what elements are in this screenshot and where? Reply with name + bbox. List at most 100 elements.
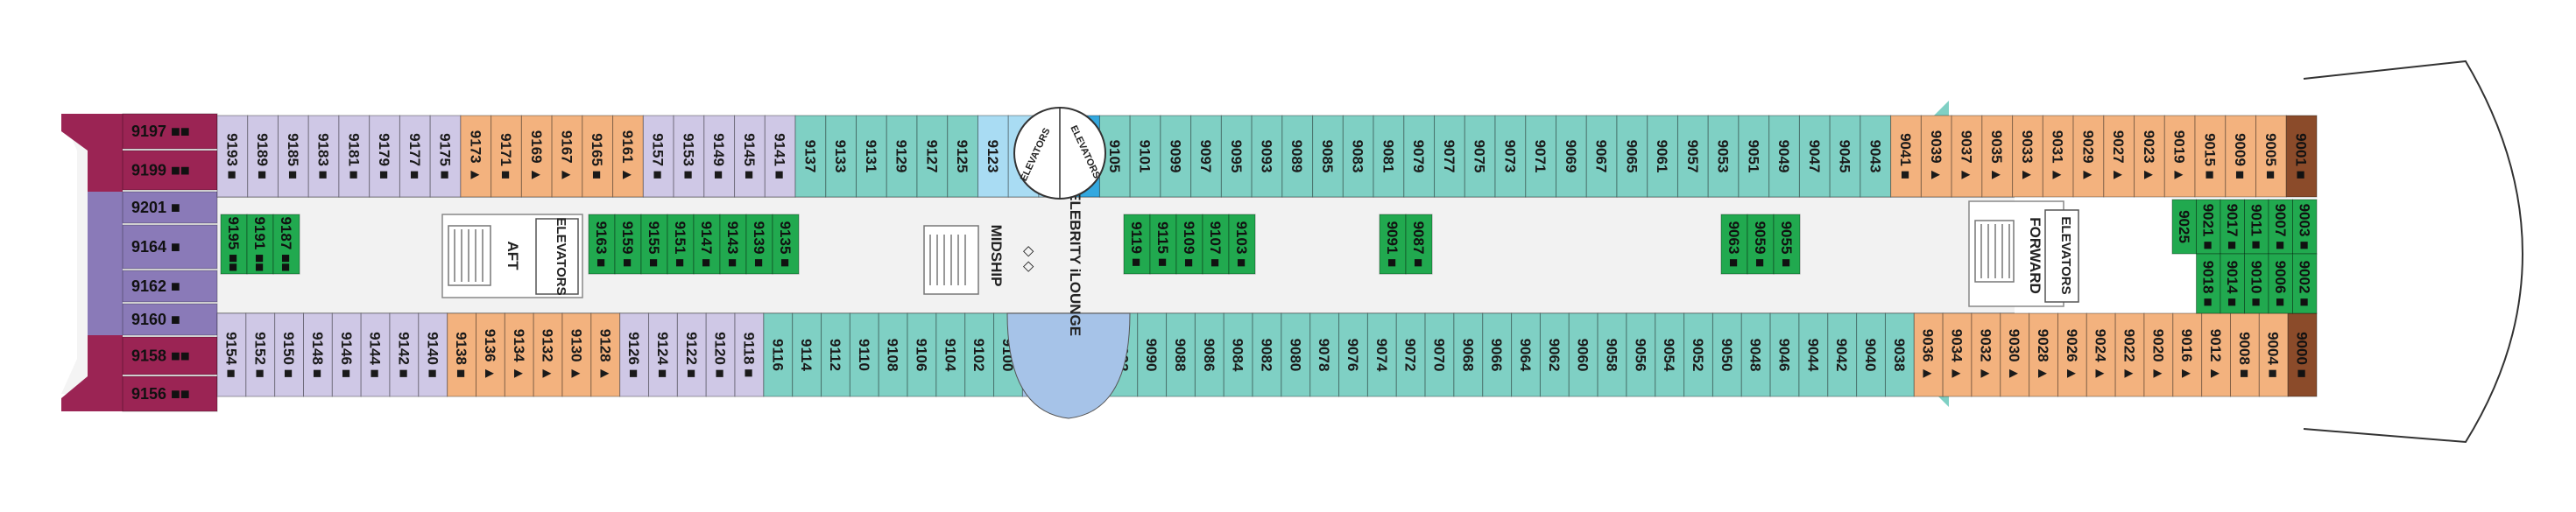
cabin-9076[interactable]: 9076 (1338, 312, 1368, 397)
cabin-9125[interactable]: 9125 (947, 115, 978, 198)
cabin-9025[interactable]: 9025 (2171, 199, 2197, 255)
cabin-9058[interactable]: 9058 (1597, 312, 1627, 397)
cabin-9160[interactable]: 9160 ■ (122, 303, 218, 336)
cabin-9004[interactable]: 9004 ■ (2258, 312, 2289, 397)
cabin-9015[interactable]: 9015 ■ (2194, 115, 2227, 198)
cabin-9197[interactable]: 9197 ■■ (122, 113, 218, 150)
cabin-9041[interactable]: 9041 ■ (1890, 115, 1922, 198)
cabin-9056[interactable]: 9056 (1626, 312, 1656, 397)
cabin-9109[interactable]: 9109 ■ (1175, 214, 1203, 275)
cabin-9115[interactable]: 9115 ■ (1149, 214, 1177, 275)
cabin-9123[interactable]: 9123 (977, 115, 1009, 198)
cabin-9095[interactable]: 9095 (1220, 115, 1253, 198)
cabin-9099[interactable]: 9099 (1160, 115, 1192, 198)
cabin-9016[interactable]: 9016 ▲ (2172, 312, 2203, 397)
cabin-9183[interactable]: 9183 ■ (307, 115, 340, 198)
cabin-9067[interactable]: 9067 (1585, 115, 1618, 198)
cabin-9042[interactable]: 9042 (1827, 312, 1858, 397)
cabin-9116[interactable]: 9116 (763, 312, 794, 397)
cabin-9181[interactable]: 9181 ■ (338, 115, 371, 198)
cabin-9064[interactable]: 9064 (1511, 312, 1541, 397)
cabin-9167[interactable]: 9167 ▲ (551, 115, 583, 198)
cabin-9143[interactable]: 9143 ■ (719, 214, 747, 275)
cabin-9173[interactable]: 9173 ▲ (460, 115, 492, 198)
cabin-9073[interactable]: 9073 (1494, 115, 1527, 198)
cabin-9152[interactable]: 9152 ■ (245, 312, 276, 397)
cabin-9161[interactable]: 9161 ▲ (612, 115, 644, 198)
cabin-9074[interactable]: 9074 (1366, 312, 1397, 397)
cabin-9093[interactable]: 9093 (1251, 115, 1283, 198)
cabin-9142[interactable]: 9142 ■ (389, 312, 420, 397)
cabin-9001[interactable]: 9001 ■ (2285, 115, 2318, 198)
cabin-9033[interactable]: 9033 ▲ (2012, 115, 2043, 198)
cabin-9029[interactable]: 9029 ▲ (2072, 115, 2105, 198)
cabin-9084[interactable]: 9084 (1223, 312, 1253, 397)
cabin-9148[interactable]: 9148 ■ (303, 312, 333, 397)
cabin-9141[interactable]: 9141 ■ (764, 115, 796, 198)
cabin-9195[interactable]: 9195 ■■ (220, 214, 248, 275)
cabin-9091[interactable]: 9091 ■ (1379, 214, 1407, 275)
cabin-9010[interactable]: 9010 ■ (2244, 253, 2269, 314)
cabin-9072[interactable]: 9072 (1395, 312, 1426, 397)
cabin-9017[interactable]: 9017 ■ (2220, 199, 2245, 255)
cabin-9144[interactable]: 9144 ■ (360, 312, 391, 397)
cabin-9137[interactable]: 9137 (794, 115, 827, 198)
cabin-9027[interactable]: 9027 ▲ (2103, 115, 2135, 198)
cabin-9131[interactable]: 9131 (856, 115, 887, 198)
cabin-9107[interactable]: 9107 ■ (1202, 214, 1230, 275)
cabin-9139[interactable]: 9139 ■ (745, 214, 773, 275)
cabin-9008[interactable]: 9008 ■ (2229, 312, 2260, 397)
cabin-9157[interactable]: 9157 ■ (642, 115, 674, 198)
cabin-9185[interactable]: 9185 ■ (277, 115, 309, 198)
cabin-9146[interactable]: 9146 ■ (331, 312, 362, 397)
cabin-9052[interactable]: 9052 (1683, 312, 1713, 397)
cabin-9006[interactable]: 9006 ■ (2268, 253, 2293, 314)
cabin-9045[interactable]: 9045 (1829, 115, 1861, 198)
cabin-9070[interactable]: 9070 (1424, 312, 1455, 397)
cabin-9061[interactable]: 9061 (1647, 115, 1678, 198)
cabin-9083[interactable]: 9083 (1342, 115, 1374, 198)
cabin-9014[interactable]: 9014 ■ (2220, 253, 2245, 314)
cabin-9012[interactable]: 9012 ▲ (2201, 312, 2231, 397)
cabin-9020[interactable]: 9020 ▲ (2143, 312, 2174, 397)
cabin-9043[interactable]: 9043 (1860, 115, 1892, 198)
cabin-9036[interactable]: 9036 ▲ (1913, 312, 1944, 397)
cabin-9122[interactable]: 9122 ■ (676, 312, 707, 397)
cabin-9031[interactable]: 9031 ▲ (2042, 115, 2074, 198)
cabin-9150[interactable]: 9150 ■ (274, 312, 305, 397)
cabin-9039[interactable]: 9039 ▲ (1920, 115, 1952, 198)
cabin-9069[interactable]: 9069 (1556, 115, 1587, 198)
cabin-9040[interactable]: 9040 (1856, 312, 1886, 397)
cabin-9089[interactable]: 9089 (1281, 115, 1314, 198)
cabin-9085[interactable]: 9085 (1312, 115, 1344, 198)
cabin-9068[interactable]: 9068 (1453, 312, 1484, 397)
cabin-9151[interactable]: 9151 ■ (667, 214, 695, 275)
cabin-9063[interactable]: 9063 ■ (1720, 214, 1748, 275)
cabin-9032[interactable]: 9032 ▲ (1971, 312, 2001, 397)
cabin-9156[interactable]: 9156 ■■ (122, 375, 218, 412)
cabin-9007[interactable]: 9007 ■ (2268, 199, 2293, 255)
cabin-9078[interactable]: 9078 (1309, 312, 1340, 397)
cabin-9145[interactable]: 9145 ■ (734, 115, 766, 198)
cabin-9164[interactable]: 9164 ■ (122, 224, 218, 270)
cabin-9175[interactable]: 9175 ■ (429, 115, 462, 198)
cabin-9071[interactable]: 9071 (1525, 115, 1557, 198)
cabin-9065[interactable]: 9065 (1616, 115, 1648, 198)
cabin-9132[interactable]: 9132 ▲ (533, 312, 563, 397)
cabin-9050[interactable]: 9050 (1711, 312, 1742, 397)
cabin-9038[interactable]: 9038 (1884, 312, 1915, 397)
cabin-9021[interactable]: 9021 ■ (2196, 199, 2221, 255)
cabin-9138[interactable]: 9138 ■ (447, 312, 477, 397)
cabin-9101[interactable]: 9101 (1129, 115, 1161, 198)
cabin-9034[interactable]: 9034 ▲ (1942, 312, 1973, 397)
cabin-9011[interactable]: 9011 ■ (2244, 199, 2269, 255)
cabin-9119[interactable]: 9119 ■ (1123, 214, 1151, 275)
cabin-9088[interactable]: 9088 (1166, 312, 1196, 397)
cabin-9090[interactable]: 9090 (1137, 312, 1168, 397)
cabin-9046[interactable]: 9046 (1769, 312, 1800, 397)
cabin-9120[interactable]: 9120 ■ (705, 312, 736, 397)
cabin-9189[interactable]: 9189 ■ (247, 115, 279, 198)
cabin-9165[interactable]: 9165 ■ (582, 115, 614, 198)
cabin-9104[interactable]: 9104 (935, 312, 966, 397)
cabin-9129[interactable]: 9129 (886, 115, 918, 198)
